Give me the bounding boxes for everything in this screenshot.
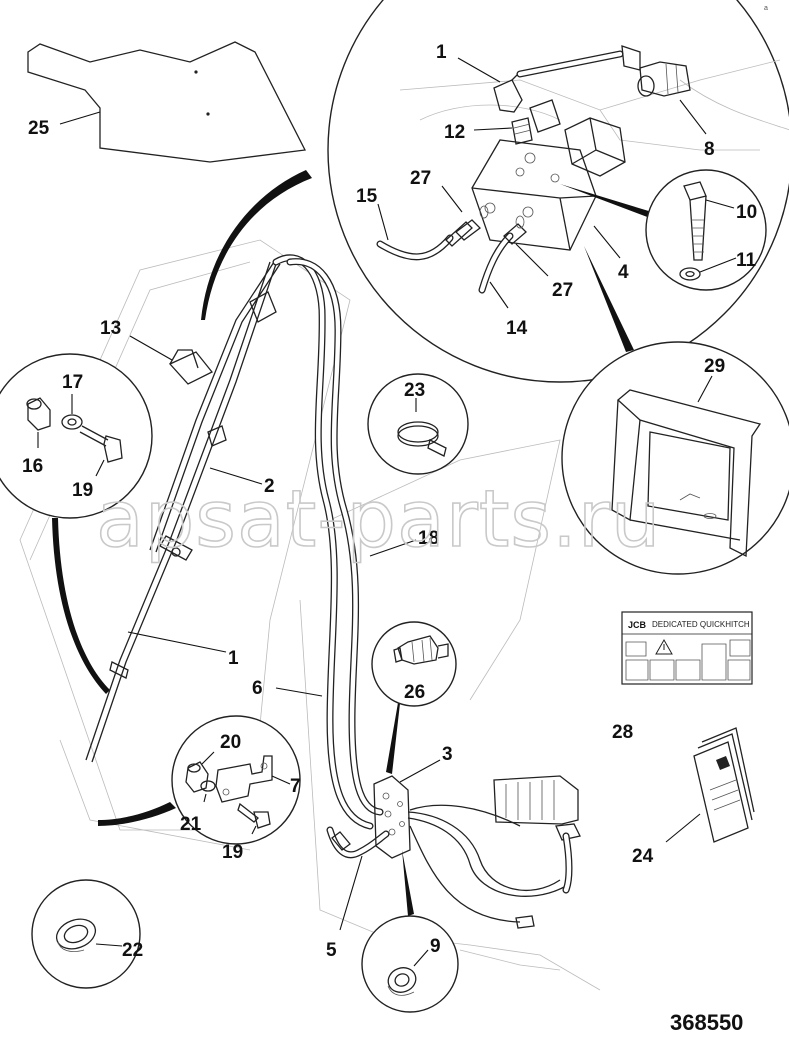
part-21-washer <box>200 780 216 792</box>
bracket-detail <box>561 341 789 575</box>
part-12-adaptor <box>511 117 533 145</box>
grommet-detail-9 <box>361 915 459 1013</box>
figure-number: 368550 <box>670 1010 743 1035</box>
part-7-bracket <box>215 755 273 803</box>
callout-21: 21 <box>180 814 202 835</box>
callout-11: 11 <box>736 250 757 271</box>
electrical-harness <box>407 775 581 929</box>
part-27-adaptors <box>455 205 527 245</box>
part-19-bolt-a <box>79 425 123 463</box>
part-24-manual <box>693 727 755 843</box>
part-23-hose-clip <box>397 421 447 457</box>
callout-14: 14 <box>506 318 528 339</box>
pipe-assembly <box>85 254 390 859</box>
watermark: apsat-parts.ru <box>96 475 661 565</box>
callout-3: 3 <box>442 744 453 765</box>
callout-13: 13 <box>100 318 121 339</box>
hose-clip-detail <box>367 373 469 475</box>
callout-24: 24 <box>632 846 654 867</box>
part-22-grommet <box>55 918 97 952</box>
part-8-fitting <box>621 45 691 97</box>
part-11-washer <box>679 267 701 281</box>
part-10-bolt <box>683 181 707 261</box>
callout-17: 17 <box>62 372 83 393</box>
part-20-bush <box>185 761 209 793</box>
callout-27-a: 27 <box>410 168 431 189</box>
callout-15: 15 <box>356 186 378 207</box>
callout-8: 8 <box>704 139 715 160</box>
bracket-bolt-detail <box>171 715 301 845</box>
part-9-grommet <box>387 967 417 996</box>
callout-19-b: 19 <box>222 842 243 863</box>
callout-25: 25 <box>28 118 50 139</box>
callout-19-a: 19 <box>72 480 93 501</box>
solenoid <box>529 99 626 177</box>
callout-4: 4 <box>618 262 629 283</box>
pressure-switch-detail <box>371 621 457 707</box>
callout-5: 5 <box>326 940 337 961</box>
callout-18: 18 <box>418 528 439 549</box>
part-29-bracket <box>611 389 762 558</box>
callout-27-b: 27 <box>552 280 573 301</box>
bolt-washer-detail <box>645 169 767 291</box>
corner-mark: a <box>764 5 768 12</box>
part-17-washer <box>61 414 83 430</box>
part-16-bush <box>26 397 51 431</box>
callout-26: 26 <box>404 682 425 703</box>
bolt-spacer-detail-left <box>0 353 153 519</box>
grommet-detail-22 <box>31 879 141 989</box>
part-25-cover-panel <box>27 41 306 163</box>
callout-28: 28 <box>612 722 633 743</box>
part-3-manifold-block <box>373 775 411 859</box>
callout-12: 12 <box>444 122 465 143</box>
part-19-bolt-b <box>237 802 271 829</box>
callout-6: 6 <box>252 678 263 699</box>
callout-1-top: 1 <box>436 42 447 63</box>
callout-1-mid: 1 <box>228 648 239 669</box>
valve-detail-circle <box>327 0 789 383</box>
part-26-pressure-switch <box>393 635 449 665</box>
callout-16: 16 <box>22 456 43 477</box>
callout-9: 9 <box>430 936 441 957</box>
callout-20: 20 <box>220 732 241 753</box>
decal-brand: JCB <box>628 620 647 630</box>
callout-23: 23 <box>404 380 425 401</box>
callout-7: 7 <box>290 776 301 797</box>
callout-22: 22 <box>122 940 143 961</box>
callout-10: 10 <box>736 202 757 223</box>
callout-2: 2 <box>264 476 275 497</box>
decal-title: DEDICATED QUICKHITCH <box>652 620 750 629</box>
part-28-decal: JCB DEDICATED QUICKHITCH <box>621 611 753 685</box>
relay-pack <box>493 775 579 825</box>
callout-29: 29 <box>704 356 725 377</box>
